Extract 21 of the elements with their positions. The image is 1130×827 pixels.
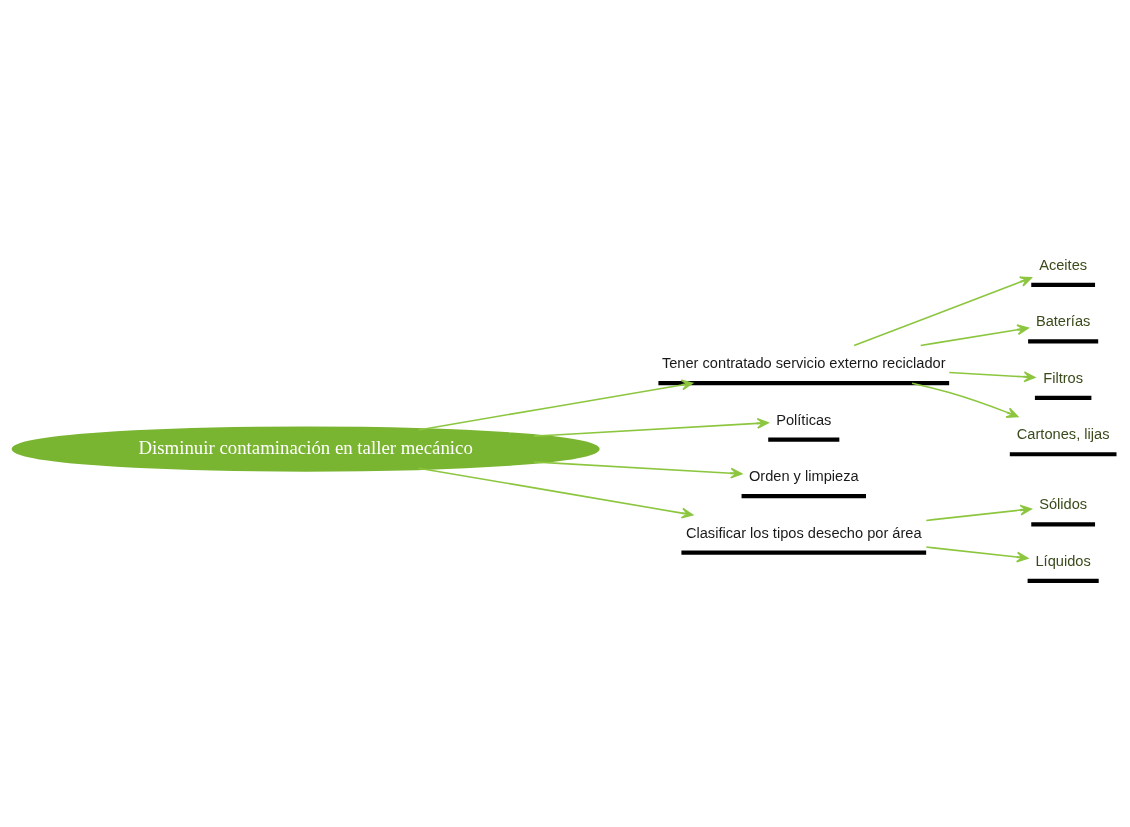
arrow bbox=[417, 466, 694, 519]
node-ellipse: Disminuir contaminación en taller mecánico bbox=[11, 425, 600, 472]
arrow bbox=[533, 460, 743, 479]
node-text: Clasificar los tipos desecho por área bbox=[685, 524, 922, 541]
node-text: Aceites bbox=[1039, 256, 1088, 273]
node-text: Sólidos bbox=[1039, 495, 1088, 512]
node-text: Orden y limpieza bbox=[748, 467, 859, 484]
arrow bbox=[533, 417, 769, 437]
arrow bbox=[853, 275, 1032, 346]
node-text: Políticas bbox=[776, 411, 832, 428]
node-text: Baterías bbox=[1035, 312, 1091, 329]
arrow bbox=[925, 504, 1032, 521]
arrow bbox=[925, 545, 1029, 563]
node-text: Filtros bbox=[1043, 369, 1084, 386]
node-text: Líquidos bbox=[1035, 552, 1091, 569]
arrow bbox=[948, 370, 1036, 382]
arrow bbox=[911, 381, 1019, 418]
node-text: Cartones, lijas bbox=[1016, 425, 1110, 442]
node-text: Tener contratado servicio externo reciclador bbox=[661, 354, 946, 371]
arrow bbox=[417, 379, 694, 431]
arrow bbox=[919, 323, 1029, 346]
